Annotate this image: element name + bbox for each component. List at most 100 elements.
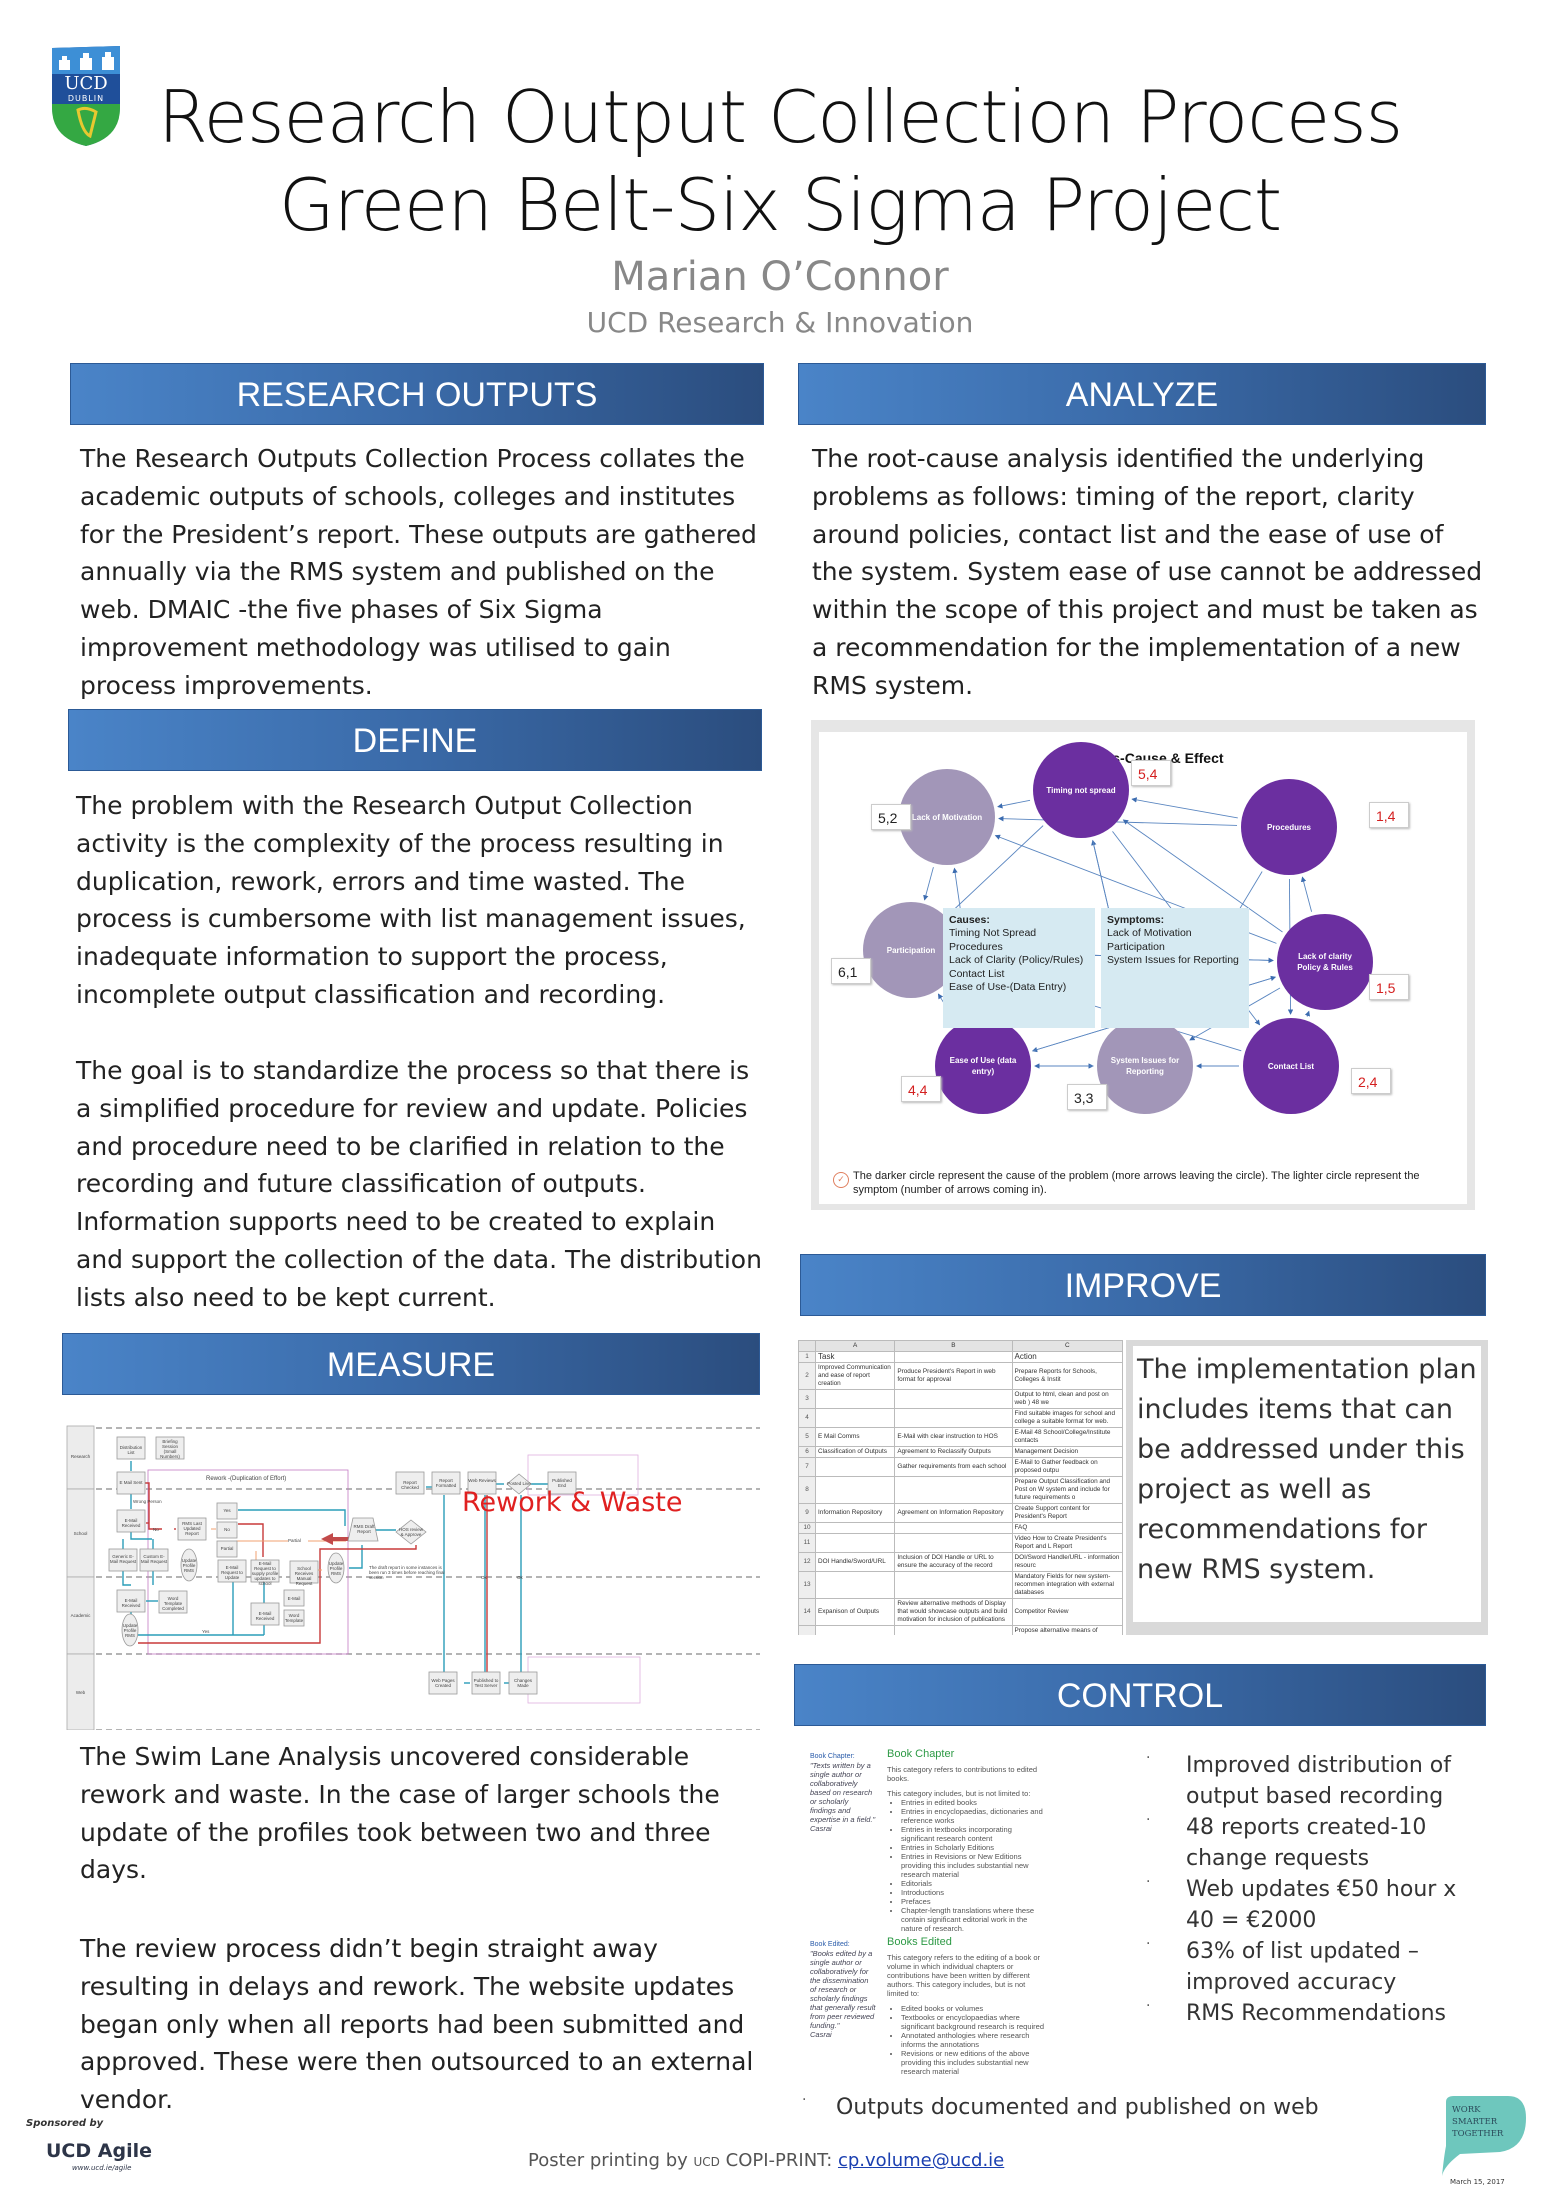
table-cell: E-Mail with clear instruction to HOS — [894, 1427, 1013, 1447]
node-published-test-server: Published to Test Server — [473, 1678, 499, 1688]
rework-waste-callout: Rework & Waste — [462, 1487, 683, 1518]
list-item: Revisions or new editions of the above p… — [901, 2049, 1047, 2076]
node-yes: Yes — [223, 1508, 231, 1513]
printing-ucd: UCD — [693, 2155, 720, 2169]
table-cell: Information Repository — [814, 1503, 896, 1523]
symptoms-box: Symptoms: Lack of Motivation Participati… — [1101, 908, 1249, 1028]
node-distribution-list: Distribution List — [119, 1445, 143, 1455]
book-chapter-intro: This category refers to contributions to… — [887, 1765, 1038, 1783]
table-cell — [814, 1389, 896, 1409]
book-chapter-includes: This category includes, but is not limit… — [887, 1789, 1031, 1798]
node-web-pages-created: Web Pages Created — [431, 1678, 455, 1688]
ucd-crest-icon — [52, 46, 120, 146]
checkmark-icon: ✓ — [833, 1172, 849, 1188]
improve-text: The implementation plan includes items t… — [1137, 1354, 1477, 1585]
list-item: Introductions — [901, 1888, 1047, 1897]
node-email-received-school: E-Mail Received — [121, 1518, 141, 1528]
table-cell: Competitor Review — [1011, 1598, 1123, 1626]
bullet-dot-icon: · — [1146, 1750, 1151, 1766]
label-ok-1: Ok — [481, 1575, 487, 1580]
book-chapter-side-heading: Book Chapter: — [810, 1753, 855, 1760]
printing-prefix: Poster printing by — [528, 2150, 694, 2171]
table-cell: Prepare Reports for Schools, Colleges & … — [1011, 1362, 1123, 1390]
list-item: Entries in encyclopaedias, dictionaries … — [901, 1807, 1047, 1825]
row-number: 9 — [798, 1503, 816, 1523]
control-bullet: ·Web updates €50 hour x 40 = €2000 — [1146, 1874, 1486, 1936]
col-letter: A — [814, 1340, 896, 1352]
table-cell: Task — [814, 1351, 896, 1363]
printing-copi: COPI-PRINT: — [719, 2150, 838, 2171]
row-number: 14 — [798, 1598, 816, 1626]
table-cell — [894, 1476, 1013, 1504]
node-update-profile-2: Update Profile RMS — [328, 1561, 344, 1576]
label-ok-2: Ok — [517, 1575, 523, 1580]
badge-date: March 15, 2017 — [1450, 2178, 1505, 2186]
cause-item: Procedures — [949, 940, 1003, 953]
list-item: Annotated anthologies where research inf… — [901, 2031, 1047, 2049]
table-cell: DOI/Sword Handle/URL - information resou… — [1011, 1552, 1123, 1572]
row-number: 5 — [798, 1427, 816, 1447]
work-smarter-badge: WORK SMARTER TOGETHER March 15, 2017 — [1438, 2096, 1528, 2192]
list-item: Entries in textbooks incorporating signi… — [901, 1825, 1047, 1843]
table-cell: Gather requirements from each school — [894, 1457, 1013, 1477]
table-cell — [814, 1625, 896, 1635]
node-published-end: Published End — [552, 1478, 572, 1488]
printing-email-link[interactable]: cp.volume@ucd.ie — [837, 2150, 1005, 2171]
cause-effect-arrow — [1131, 797, 1238, 819]
table-cell: FAQ — [1011, 1522, 1123, 1534]
node-no: No — [224, 1527, 230, 1532]
table-cell: Classification of Outputs — [814, 1446, 896, 1458]
control-last-bullet: · Outputs documented and published on we… — [802, 2092, 1336, 2123]
output-classification-doc: Book Chapter: "Texts written by a single… — [810, 1749, 1130, 2077]
list-item: Entries in Scholarly Editions — [901, 1843, 1047, 1852]
cause-circle: Lack of clarity Policy & Rules — [1277, 914, 1373, 1010]
control-bullet: ·48 reports created-10 change requests — [1146, 1812, 1486, 1874]
lane-label-academic: Academic — [70, 1613, 91, 1618]
table-cell: Management Decision — [1011, 1446, 1123, 1458]
table-cell: E-Mail to Gather feedback on proposed ou… — [1011, 1457, 1123, 1477]
measure-paragraph-2: The review process didn’t begin straight… — [80, 1934, 754, 2115]
table-cell — [814, 1533, 896, 1553]
lane-label-web: Web — [75, 1690, 86, 1695]
badge-line-2: SMARTER — [1452, 2117, 1498, 2127]
logo-ucd-text: UCD — [64, 73, 108, 94]
list-item: Textbooks or encyclopaedias where signif… — [901, 2013, 1047, 2031]
badge-line-3: TOGETHER — [1452, 2129, 1504, 2139]
control-bullets: ·Improved distribution of output based r… — [1146, 1750, 1486, 2029]
sponsored-by-label: Sponsored by — [26, 2118, 104, 2129]
list-item: Entries in Revisions or New Editions pro… — [901, 1852, 1047, 1879]
control-bullet: ·RMS Recommendations — [1146, 1998, 1486, 2029]
book-chapter-section: Book Chapter This category refers to con… — [887, 1749, 1047, 1934]
node-email: E-Mail — [287, 1596, 301, 1601]
row-number: 13 — [798, 1571, 816, 1599]
table-cell: Action — [1011, 1351, 1123, 1363]
control-bullet: ·63% of list updated – improved accuracy — [1146, 1936, 1486, 1998]
node-word-template: Word Template — [284, 1613, 304, 1623]
table-cell: Create Support content for President's R… — [1011, 1503, 1123, 1523]
row-number: 15 — [798, 1625, 816, 1635]
cause-item: Contact List — [949, 967, 1005, 980]
define-paragraph-2: The goal is to standardize the process s… — [76, 1056, 762, 1312]
books-edited-heading: Books Edited — [887, 1936, 952, 1948]
lane-label-research: Research — [70, 1454, 91, 1459]
printing-credit: Poster printing by UCD COPI-PRINT: cp.vo… — [528, 2150, 1004, 2171]
books-edited-side-source: Casrai — [810, 2030, 832, 2039]
list-item: Edited books or volumes — [901, 2004, 1047, 2013]
cause-item: Lack of Clarity (Policy/Rules) — [949, 954, 1084, 967]
table-cell — [894, 1625, 1013, 1635]
books-edited-section: Books Edited This category refers to the… — [887, 1936, 1047, 2077]
bullet-dot-icon: · — [1146, 1998, 1151, 2014]
rework-region-label: Rework -(Duplication of Effort) — [206, 1476, 287, 1482]
books-edited-sidebar: Book Edited: "Books edited by a single a… — [810, 1940, 876, 2039]
poster-title-line1: Research Output Collection Process — [157, 75, 1403, 159]
node-hos-review: HOS review & Approve — [399, 1527, 424, 1537]
cause-item: Timing Not Spread — [949, 927, 1037, 940]
table-cell: Find suitable images for school and coll… — [1011, 1408, 1123, 1428]
cause-effect-arrow — [1122, 819, 1283, 933]
